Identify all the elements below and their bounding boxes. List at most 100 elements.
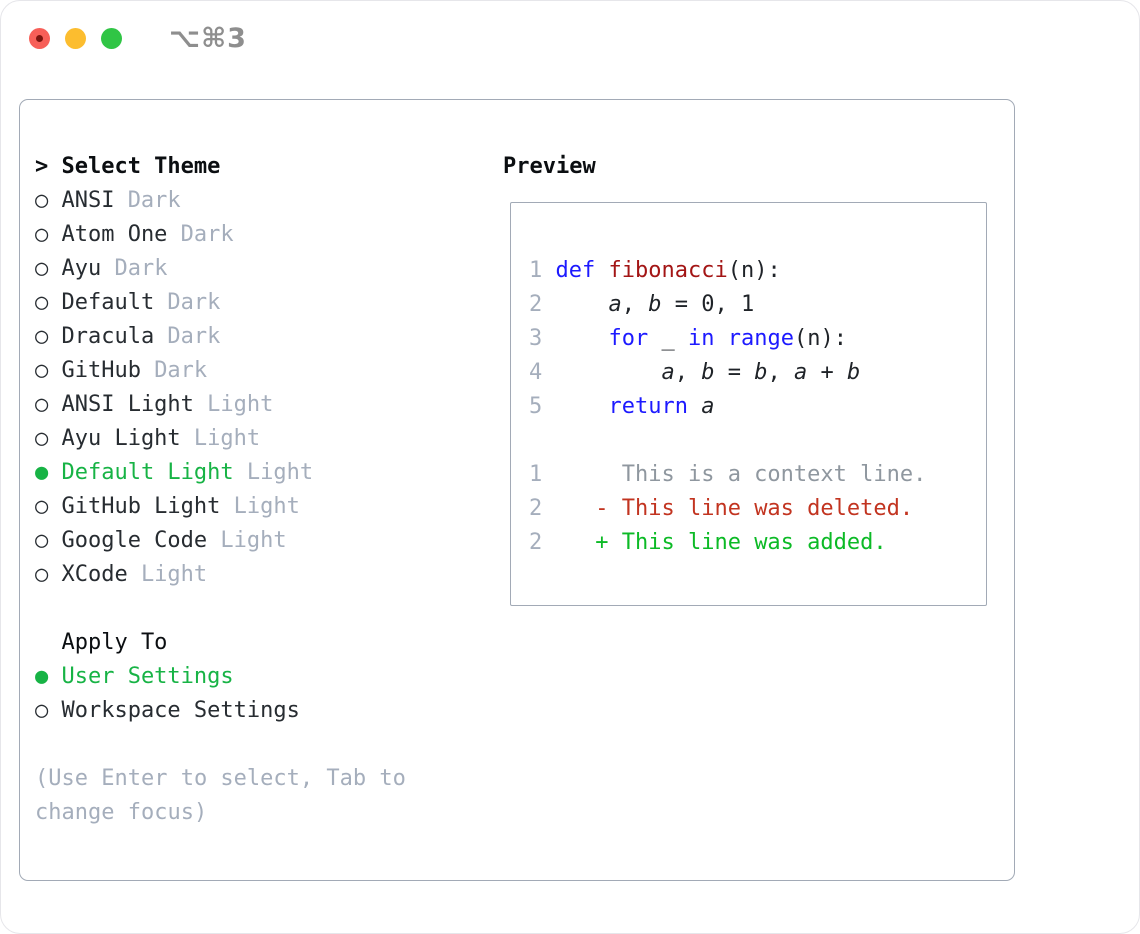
code-segment: = xyxy=(714,360,755,385)
theme-name: ANSI xyxy=(61,188,115,213)
code-segment xyxy=(556,530,596,555)
theme-name: Google Code xyxy=(61,528,208,553)
code-segment: This is a context line. xyxy=(621,462,927,487)
radio-icon: ○ xyxy=(35,324,49,349)
code-segment: fibonacci xyxy=(608,258,728,283)
code-segment xyxy=(714,326,727,351)
code-segment: a xyxy=(793,360,808,385)
code-segment xyxy=(556,394,609,419)
minimize-button[interactable] xyxy=(65,28,86,49)
code-segment: , xyxy=(767,360,794,385)
select-theme-heading-row: >Select Theme xyxy=(35,150,485,184)
code-segment xyxy=(595,258,608,283)
radio-icon: ○ xyxy=(35,188,49,213)
radio-icon: ○ xyxy=(35,528,49,553)
maximize-button[interactable] xyxy=(101,28,122,49)
blank-line xyxy=(529,424,986,458)
radio-icon: ○ xyxy=(35,358,49,383)
apply-option-user-settings[interactable]: ●User Settings xyxy=(35,660,485,694)
theme-name: Default xyxy=(61,290,155,315)
code-segment: range xyxy=(727,326,794,351)
cursor-icon: > xyxy=(35,154,49,179)
diff-line: 2 + This line was added. xyxy=(529,526,986,560)
theme-name: Ayu Light xyxy=(61,426,181,451)
line-number: 2 xyxy=(529,530,543,555)
apply-option-label: User Settings xyxy=(61,664,234,689)
code-segment: def xyxy=(555,258,596,283)
line-number: 3 xyxy=(529,326,543,351)
apply-to-heading: Apply To xyxy=(61,630,168,655)
radio-icon: ○ xyxy=(35,222,49,247)
theme-variant-badge: Dark xyxy=(180,222,234,247)
theme-variant-badge: Light xyxy=(207,392,274,417)
theme-name: Atom One xyxy=(61,222,168,247)
radio-icon: ○ xyxy=(35,698,49,723)
apply-option-workspace-settings[interactable]: ○ Workspace Settings xyxy=(35,694,485,728)
code-segment: _ xyxy=(648,326,688,351)
apply-to-list: ●User Settings ○ Workspace Settings xyxy=(35,660,485,728)
code-segment xyxy=(556,292,609,317)
theme-name: Default Light xyxy=(61,460,234,485)
line-number: 1 xyxy=(529,258,543,283)
theme-option-atom-one-dark[interactable]: ○ Atom One Dark xyxy=(35,218,485,252)
code-segment: a xyxy=(701,394,715,419)
diff-line: 1 This is a context line. xyxy=(529,458,986,492)
theme-option-ansi-dark[interactable]: ○ ANSI Dark xyxy=(35,184,485,218)
line-number: 2 xyxy=(529,496,543,521)
code-line: 1 def fibonacci(n): xyxy=(529,254,986,288)
code-segment: b xyxy=(701,360,715,385)
spacer-row xyxy=(35,592,485,626)
code-line: 2 a, b = 0, 1 xyxy=(529,288,986,322)
theme-variant-badge: Dark xyxy=(114,256,168,281)
code-segment: b xyxy=(846,360,861,385)
code-segment: a xyxy=(661,360,675,385)
code-segment: for xyxy=(608,326,649,351)
theme-name: Ayu xyxy=(61,256,102,281)
hint-text: (Use Enter to select, Tab to change focu… xyxy=(35,766,406,825)
code-segment: (n): xyxy=(727,258,781,283)
theme-variant-badge: Dark xyxy=(127,188,181,213)
code-segment: (n): xyxy=(793,326,847,351)
code-segment xyxy=(556,360,662,385)
close-button[interactable] xyxy=(29,28,50,49)
code-segment: in xyxy=(687,326,715,351)
preview-heading: Preview xyxy=(503,154,596,179)
code-line: 4 a, b = b, a + b xyxy=(529,356,986,390)
radio-icon: ○ xyxy=(35,426,49,451)
code-line: 5 return a xyxy=(529,390,986,424)
radio-icon: ○ xyxy=(35,562,49,587)
code-segment: b xyxy=(754,360,768,385)
theme-variant-badge: Light xyxy=(233,494,300,519)
code-segment: a xyxy=(608,292,622,317)
code-segment: + xyxy=(807,360,847,385)
theme-variant-badge: Light xyxy=(140,562,208,587)
theme-variant-badge: Dark xyxy=(167,290,221,315)
theme-name: GitHub Light xyxy=(61,494,221,519)
diff-line: 2 - This line was deleted. xyxy=(529,492,986,526)
theme-name: ANSI Light xyxy=(61,392,194,417)
code-segment: - This line was deleted. xyxy=(595,496,914,521)
code-segment: , xyxy=(621,292,649,317)
code-segment xyxy=(556,462,622,487)
line-number: 2 xyxy=(529,292,543,317)
code-segment: = 0, 1 xyxy=(661,292,755,317)
line-number: 5 xyxy=(529,394,543,419)
code-segment xyxy=(556,326,609,351)
theme-name: GitHub xyxy=(61,358,141,383)
apply-option-label: Workspace Settings xyxy=(61,698,300,723)
